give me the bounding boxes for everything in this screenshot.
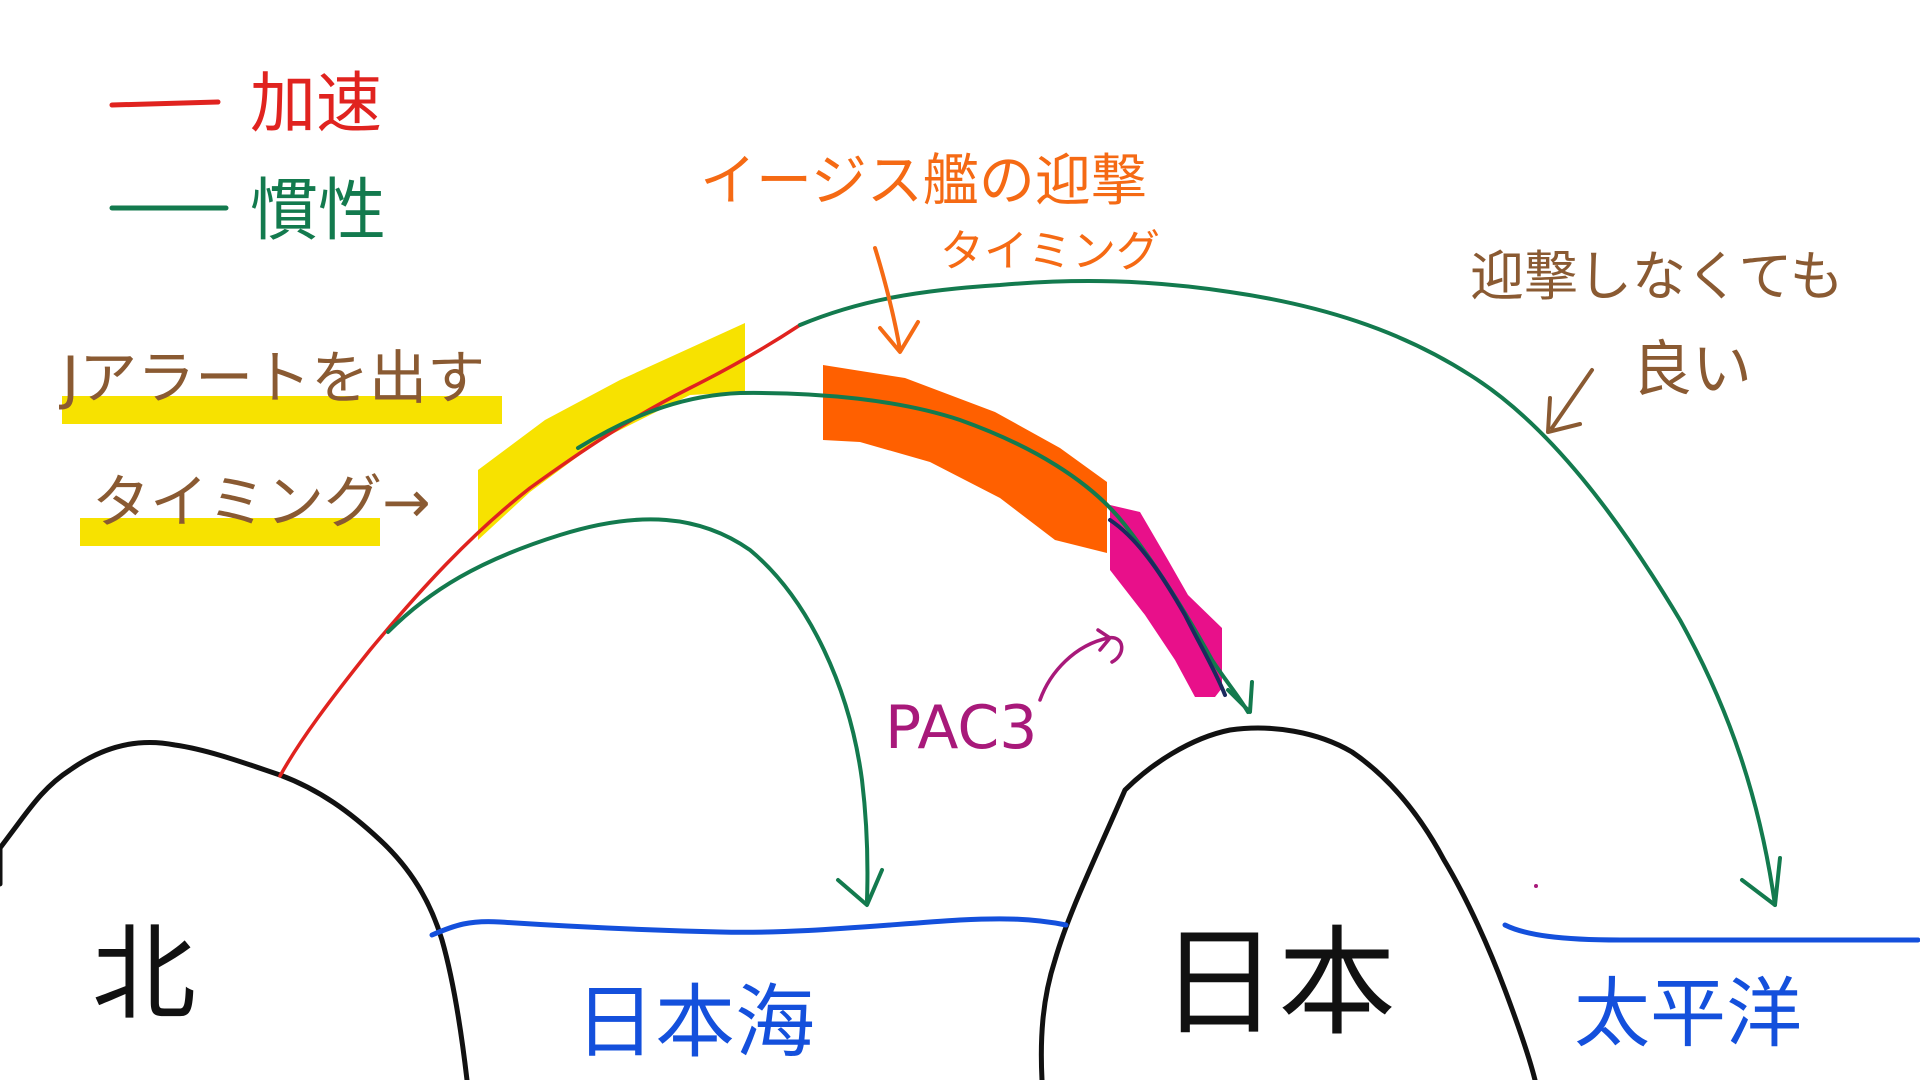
jalert-underline-highlight-1 bbox=[62, 396, 502, 424]
no-intercept-pointer-arrow bbox=[1546, 368, 1594, 434]
sea-of-japan-waterline bbox=[429, 916, 1069, 938]
inertia-trajectory-japan bbox=[576, 390, 1250, 714]
legend-inertia-label: 慣性 bbox=[250, 172, 386, 251]
aegis-intercept-highlight bbox=[823, 365, 1107, 553]
north-korea-landmass bbox=[0, 739, 470, 1080]
no-intercept-label-line2: 良い bbox=[1632, 335, 1752, 405]
north-korea-label: 北 bbox=[92, 913, 196, 1035]
legend-acceleration-swatch bbox=[109, 99, 221, 108]
acceleration-trajectory bbox=[278, 323, 802, 778]
stray-dot bbox=[1534, 884, 1538, 888]
japan-label: 日本 bbox=[1160, 914, 1396, 1052]
aegis-label-line2: タイミング bbox=[940, 226, 1160, 277]
inertia-trajectory-sea-of-japan bbox=[386, 517, 870, 902]
legend-acceleration-label: 加速 bbox=[250, 65, 382, 142]
sea-of-japan-label: 日本海 bbox=[575, 976, 815, 1069]
pacific-waterline bbox=[1502, 922, 1920, 943]
arrowhead-japan bbox=[1226, 680, 1254, 714]
aegis-pointer-arrow bbox=[873, 246, 920, 354]
japan-landmass bbox=[1038, 725, 1538, 1080]
pac3-intercept-highlight bbox=[1110, 505, 1222, 697]
pac3-track-line bbox=[1108, 518, 1227, 697]
jalert-label-line2: タイミング→ bbox=[92, 468, 431, 536]
pacific-ocean-label: 太平洋 bbox=[1574, 969, 1802, 1058]
jalert-underline-highlight-2 bbox=[80, 518, 380, 546]
pac3-label: PAC3 bbox=[885, 693, 1037, 763]
pac3-pointer-arrow bbox=[1038, 628, 1124, 702]
jalert-label-line1: Jアラートを出す bbox=[59, 344, 485, 412]
aegis-label-line1: イージス艦の迎撃 bbox=[700, 149, 1147, 214]
arrowhead-pacific bbox=[1740, 856, 1782, 907]
no-intercept-label-line1: 迎撃しなくても bbox=[1470, 245, 1844, 308]
inertia-trajectory-pacific bbox=[798, 278, 1777, 907]
arrowhead-sea-of-japan bbox=[836, 868, 884, 907]
